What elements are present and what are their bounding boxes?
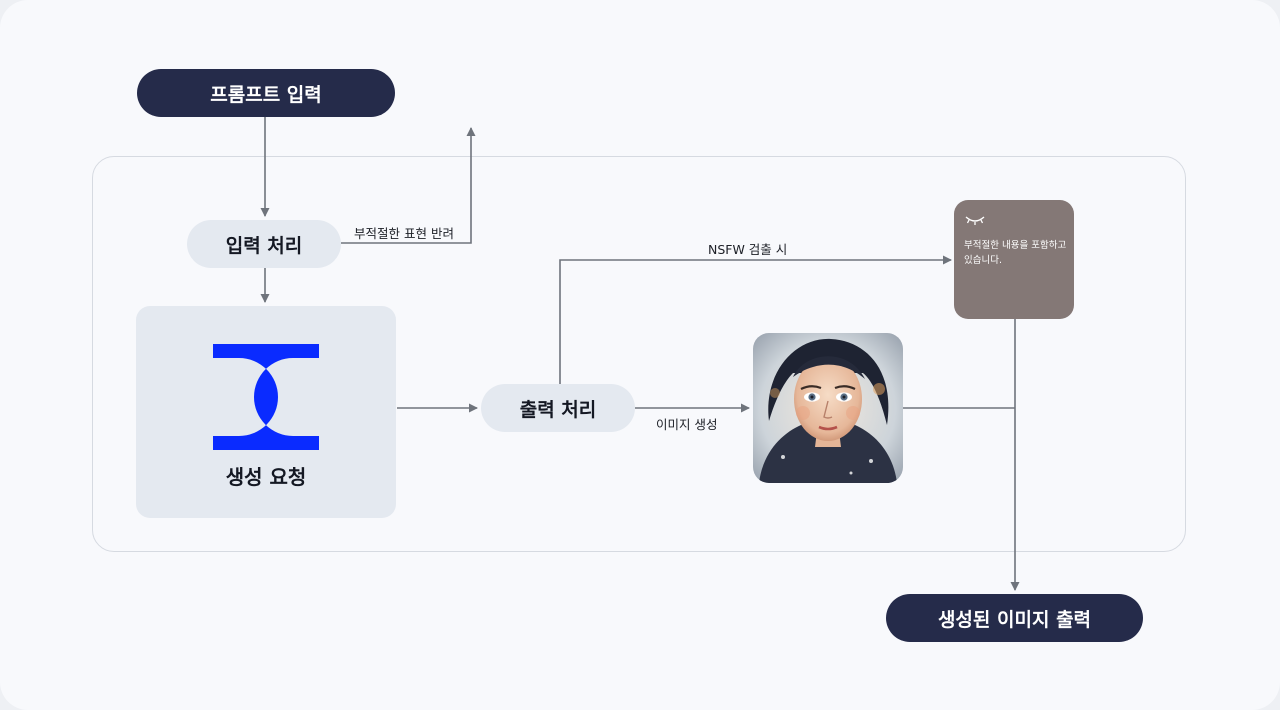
input-processing-node: 입력 처리 [187, 220, 341, 268]
nsfw-message: 부적절한 내용을 포함하고 있습니다. [964, 240, 1067, 266]
nsfw-blocked-card: 부적절한 내용을 포함하고 있습니다. [954, 200, 1074, 319]
closed-eye-icon [965, 216, 985, 225]
generation-request-label: 생성 요청 [225, 465, 307, 489]
arrow-nsfw-branch [559, 255, 952, 384]
generation-model-logo-icon [213, 344, 319, 450]
edge-label-inappropriate-return: 부적절한 표현 반려 [354, 226, 454, 241]
edge-label-image-generation: 이미지 생성 [656, 417, 718, 432]
final-output-node: 생성된 이미지 출력 [886, 594, 1143, 642]
generation-request-node: 생성 요청 [136, 306, 396, 518]
prompt-input-node: 프롬프트 입력 [137, 69, 395, 117]
output-processing-node: 출력 처리 [481, 384, 635, 432]
edge-label-nsfw-detected: NSFW 검출 시 [708, 242, 788, 257]
arrow-input-reject [341, 127, 476, 244]
generated-image-thumbnail [753, 333, 903, 483]
process-boundary [92, 156, 1186, 552]
